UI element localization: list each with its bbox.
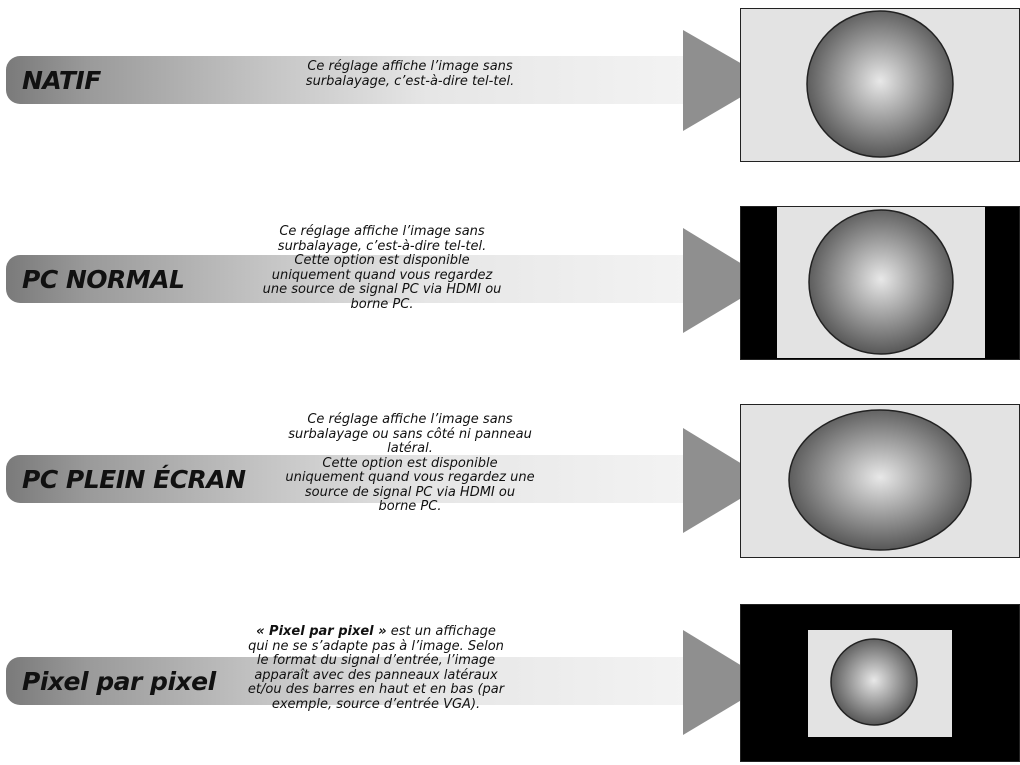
sample-image-circle (806, 10, 954, 158)
arrowhead-icon (683, 630, 770, 735)
arrow-bar (6, 455, 686, 503)
mode-label: PC NORMAL (22, 265, 185, 294)
sample-image-ellipse (788, 409, 972, 551)
arrowhead-icon (683, 30, 770, 131)
arrow-bar (6, 56, 686, 104)
mode-description: « Pixel par pixel » est un affichage qui… (247, 624, 505, 712)
screen-preview-natif (740, 8, 1020, 162)
mode-description: Ce réglage affiche l’image sans surbalay… (305, 59, 515, 89)
mode-description: Ce réglage affiche l’image sans surbalay… (262, 224, 502, 312)
mode-label: PC PLEIN ÉCRAN (22, 465, 246, 494)
arrowhead-icon (683, 428, 770, 533)
screen-preview-pc-plein-ecran (740, 404, 1020, 558)
arrowhead-icon (683, 228, 770, 333)
screen-preview-pixel-par-pixel (740, 604, 1020, 762)
arrow-bar (6, 255, 686, 303)
mode-label: NATIF (22, 66, 101, 95)
mode-label: Pixel par pixel (22, 667, 216, 696)
sample-image-circle (830, 638, 918, 726)
sample-image-circle (808, 209, 954, 355)
mode-description: Ce réglage affiche l’image sans surbalay… (285, 412, 535, 514)
screen-preview-pc-normal (740, 206, 1020, 360)
arrow-bar (6, 657, 686, 705)
pixel-par-pixel-emphasis: « Pixel par pixel » (256, 624, 387, 639)
